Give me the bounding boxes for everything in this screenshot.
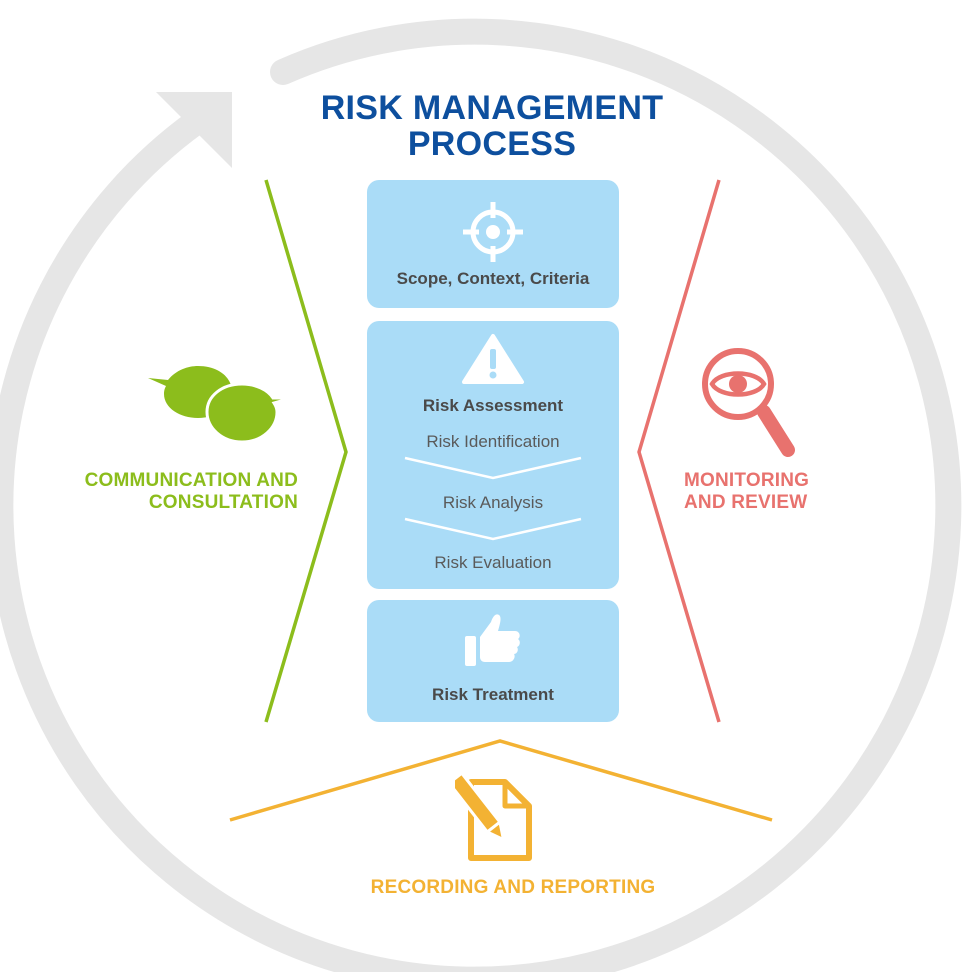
cycle-arrowhead-icon bbox=[156, 92, 232, 168]
scope-label: Scope, Context, Criteria bbox=[396, 269, 590, 288]
communication-bracket bbox=[264, 179, 348, 723]
document-pencil-icon bbox=[455, 771, 532, 861]
risk-assessment-box: Risk Assessment Risk Identification Risk… bbox=[367, 321, 619, 589]
scope-context-criteria-box: Scope, Context, Criteria bbox=[367, 180, 619, 308]
recording-bracket bbox=[229, 739, 773, 822]
cycle-arrow bbox=[0, 18, 962, 972]
communication-line-1: COMMUNICATION AND bbox=[84, 470, 298, 491]
communication-consultation-label: COMMUNICATION AND CONSULTATION bbox=[40, 470, 298, 514]
chevron-down-divider-1 bbox=[404, 456, 582, 480]
communication-line-2: CONSULTATION bbox=[148, 492, 298, 513]
monitoring-review-label: MONITORING AND REVIEW bbox=[684, 470, 884, 514]
risk-treatment-box: Risk Treatment bbox=[367, 600, 619, 722]
title-line-2: PROCESS bbox=[407, 125, 577, 163]
monitoring-line-1: MONITORING bbox=[684, 470, 810, 491]
risk-evaluation-label: Risk Evaluation bbox=[434, 553, 552, 572]
chevron-down-divider-2 bbox=[404, 517, 582, 541]
speech-bubbles-icon bbox=[148, 366, 293, 444]
monitoring-line-2: AND REVIEW bbox=[684, 492, 808, 513]
magnifier-eye-icon bbox=[702, 348, 795, 457]
recording-reporting-label: RECORDING AND REPORTING bbox=[370, 877, 656, 898]
risk-identification-label: Risk Identification bbox=[426, 432, 560, 451]
risk-treatment-label: Risk Treatment bbox=[432, 685, 554, 704]
risk-analysis-label: Risk Analysis bbox=[442, 493, 544, 512]
page-title: RISK MANAGEMENT PROCESS bbox=[242, 90, 742, 162]
warning-icon bbox=[462, 334, 524, 384]
thumbs-up-icon bbox=[465, 614, 520, 666]
monitoring-bracket bbox=[637, 179, 721, 723]
target-icon bbox=[463, 202, 523, 262]
title-line-1: RISK MANAGEMENT bbox=[320, 89, 664, 127]
risk-assessment-label: Risk Assessment bbox=[422, 396, 564, 415]
